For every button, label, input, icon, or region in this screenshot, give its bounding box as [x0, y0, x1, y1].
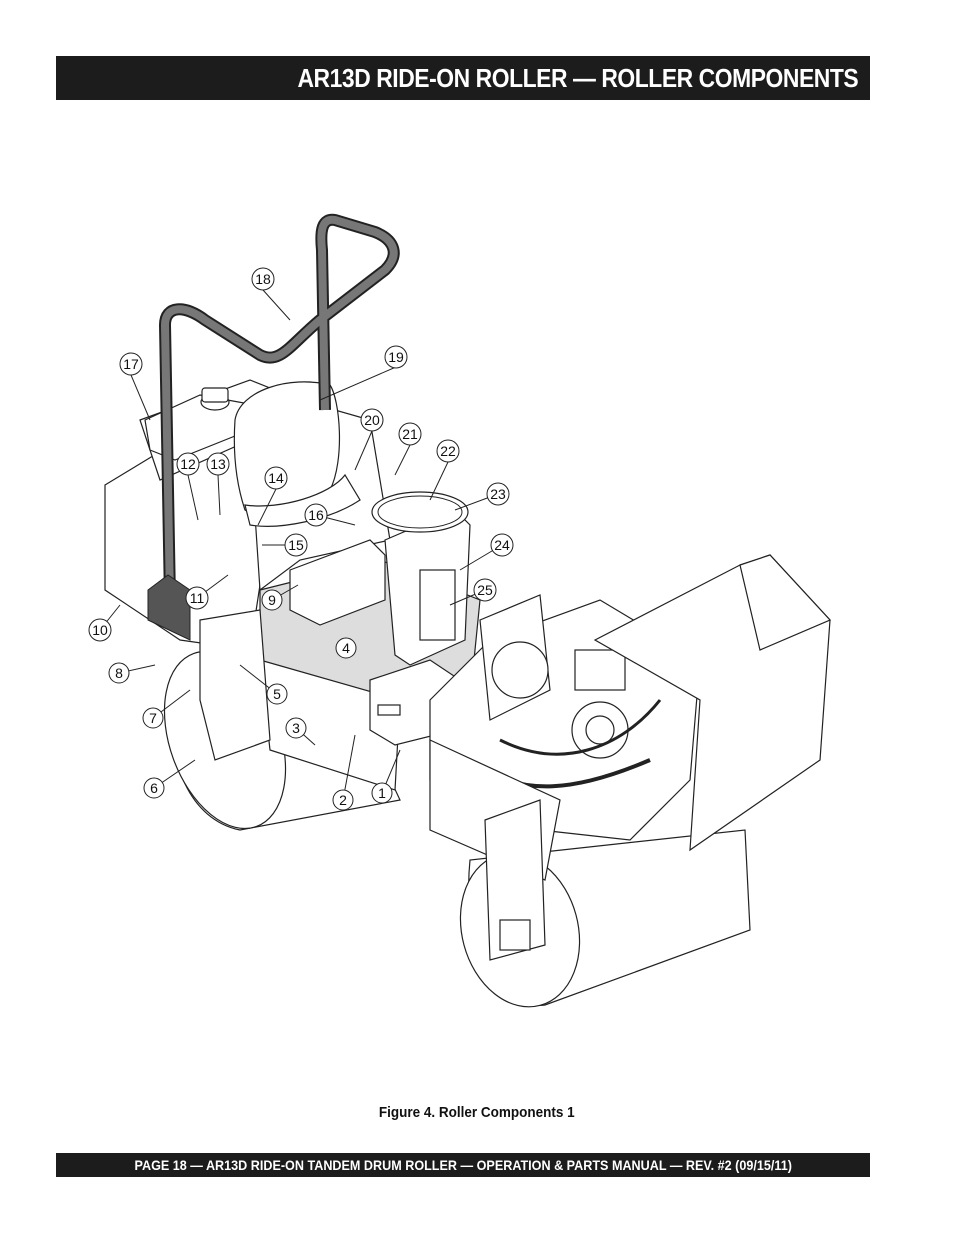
- callout-13: 13: [206, 452, 230, 476]
- callout-2: 2: [332, 789, 354, 811]
- callout-15: 15: [284, 533, 308, 557]
- page-header-bar: AR13D RIDE-ON ROLLER — ROLLER COMPONENTS: [56, 56, 870, 100]
- svg-text:12: 12: [180, 456, 196, 472]
- callout-17: 17: [119, 352, 143, 376]
- svg-text:19: 19: [388, 349, 404, 365]
- svg-text:6: 6: [150, 780, 158, 796]
- svg-text:24: 24: [494, 537, 510, 553]
- roller-components-illustration: 1 2 3 4 5 6 7 8 9 10 11 12 13 14 15 16 1…: [88, 213, 832, 1008]
- svg-text:5: 5: [273, 686, 281, 702]
- callout-7: 7: [142, 707, 164, 729]
- callout-8: 8: [108, 662, 130, 684]
- callout-19: 19: [384, 345, 408, 369]
- svg-text:1: 1: [378, 785, 386, 801]
- svg-text:3: 3: [292, 720, 300, 736]
- svg-text:14: 14: [268, 470, 284, 486]
- callout-9: 9: [261, 589, 283, 611]
- callout-3: 3: [285, 717, 307, 739]
- svg-text:9: 9: [268, 592, 276, 608]
- svg-text:20: 20: [364, 412, 380, 428]
- svg-text:22: 22: [440, 443, 456, 459]
- svg-text:7: 7: [149, 710, 157, 726]
- callout-10: 10: [88, 618, 112, 642]
- callout-4: 4: [335, 637, 357, 659]
- svg-text:2: 2: [339, 792, 347, 808]
- callout-12: 12: [176, 452, 200, 476]
- rops-bar: [147, 213, 400, 641]
- svg-text:23: 23: [490, 486, 506, 502]
- callout-16: 16: [304, 503, 328, 527]
- callout-23: 23: [486, 482, 510, 506]
- figure-caption: Figure 4. Roller Components 1: [379, 1104, 575, 1121]
- svg-text:21: 21: [402, 426, 418, 442]
- steering-assembly: [371, 491, 471, 666]
- callout-14: 14: [264, 466, 288, 490]
- svg-text:25: 25: [477, 582, 493, 598]
- svg-text:13: 13: [210, 456, 226, 472]
- svg-text:4: 4: [342, 640, 350, 656]
- callout-21: 21: [398, 422, 422, 446]
- callout-22: 22: [436, 439, 460, 463]
- footer-text: PAGE 18 — AR13D RIDE-ON TANDEM DRUM ROLL…: [134, 1157, 792, 1173]
- callout-11: 11: [185, 586, 209, 610]
- page-footer-bar: PAGE 18 — AR13D RIDE-ON TANDEM DRUM ROLL…: [56, 1153, 870, 1177]
- operator-seat: [233, 381, 361, 527]
- callout-25: 25: [473, 578, 497, 602]
- svg-text:8: 8: [115, 665, 123, 681]
- front-frame: [429, 739, 561, 961]
- svg-text:16: 16: [308, 507, 324, 523]
- svg-text:18: 18: [255, 271, 271, 287]
- engine-hood: [593, 554, 832, 852]
- callout-18: 18: [251, 267, 275, 291]
- callout-5: 5: [266, 683, 288, 705]
- callout-20: 20: [360, 408, 384, 432]
- page-title: AR13D RIDE-ON ROLLER — ROLLER COMPONENTS: [297, 63, 858, 93]
- svg-text:15: 15: [288, 537, 304, 553]
- svg-text:10: 10: [92, 622, 108, 638]
- callout-1: 1: [371, 782, 393, 804]
- svg-text:11: 11: [190, 590, 205, 606]
- callout-6: 6: [143, 777, 165, 799]
- svg-text:17: 17: [123, 356, 139, 372]
- callout-24: 24: [490, 533, 514, 557]
